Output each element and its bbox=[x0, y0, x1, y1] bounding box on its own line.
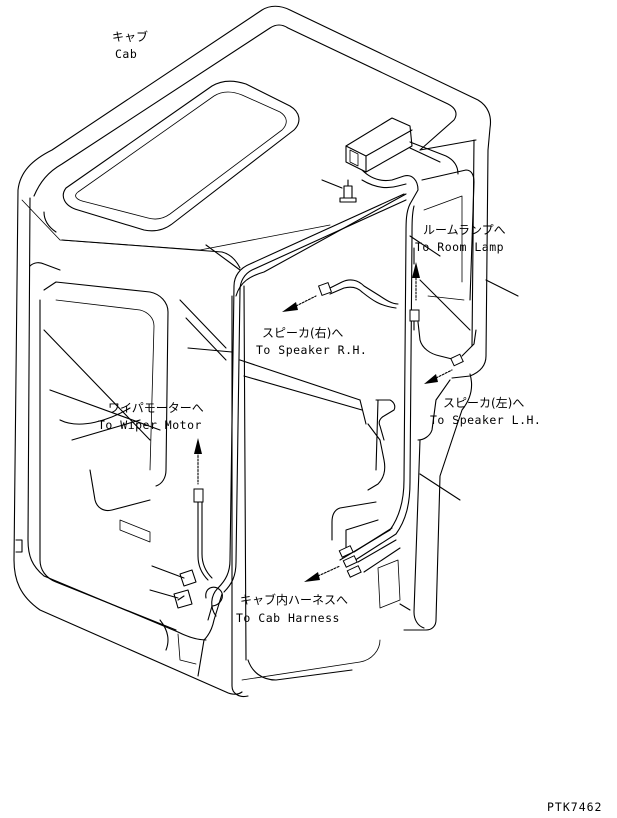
arrow-icon bbox=[194, 438, 202, 485]
cab-label-en: Cab bbox=[115, 47, 138, 61]
cab-left-pillar bbox=[13, 189, 243, 695]
arrow-icon bbox=[412, 262, 420, 301]
speaker-lh-label-en: To Speaker L.H. bbox=[430, 413, 542, 427]
harness-connectors bbox=[338, 545, 362, 578]
bolt-icon bbox=[321, 179, 357, 203]
room-lamp-label-jp: ルームランプへ bbox=[423, 223, 506, 237]
roof-window bbox=[62, 80, 300, 232]
speaker-lh-branch bbox=[409, 309, 477, 367]
cab-label-jp: キャブ bbox=[112, 30, 149, 44]
wiper-motor-branch bbox=[193, 488, 213, 581]
cab-rear-frame bbox=[451, 149, 489, 379]
clamp-icon bbox=[149, 565, 223, 621]
speaker-rh-branch bbox=[317, 279, 399, 309]
arrow-icon bbox=[304, 565, 341, 582]
speaker-rh-label-jp: スピーカ(右)へ bbox=[262, 326, 344, 340]
room-lamp-label-en: To Room Lamp bbox=[415, 240, 505, 254]
cab-harness-label-en: To Cab Harness bbox=[236, 611, 340, 625]
speaker-rh-label-en: To Speaker R.H. bbox=[256, 343, 368, 357]
wiper-label-en: To Wiper Motor bbox=[98, 418, 202, 432]
cab-harness-routing bbox=[197, 169, 461, 677]
speaker-lh-label-jp: スピーカ(左)へ bbox=[443, 396, 525, 410]
cab-center-pillar bbox=[231, 295, 249, 698]
drawing-number: PTK7462 bbox=[547, 800, 603, 814]
cab-harness-label-jp: キャブ内ハーネスへ bbox=[240, 593, 349, 607]
arrow-icon bbox=[424, 369, 453, 384]
arrow-icon bbox=[282, 295, 317, 312]
cab-roof-outline bbox=[17, 5, 492, 191]
cab-roof-inner bbox=[33, 24, 457, 197]
room-lamp-module bbox=[345, 117, 459, 175]
wiper-label-jp: ワイパモーターへ bbox=[108, 401, 204, 415]
